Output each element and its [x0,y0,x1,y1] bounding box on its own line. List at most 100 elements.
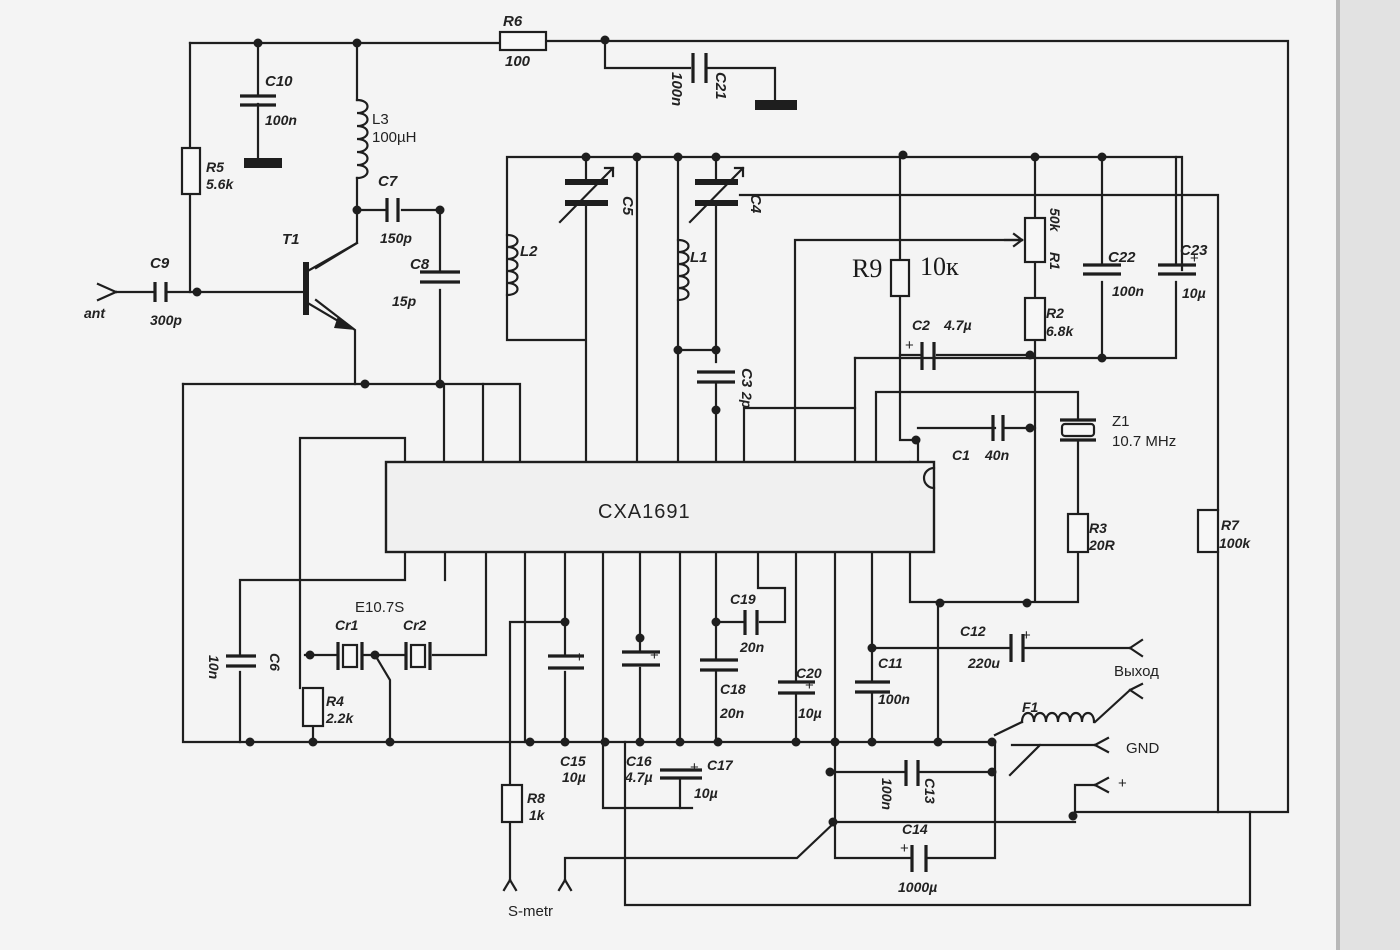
ground-symbol [244,158,282,168]
svg-text:C14: C14 [902,821,928,837]
svg-text:E10.7S: E10.7S [355,599,404,616]
out-terminal [1128,638,1144,658]
svg-text:+: + [900,840,909,857]
resistor-r1 [1023,216,1047,264]
svg-text:100n: 100n [668,72,685,106]
svg-text:R8: R8 [527,790,545,806]
filter-cr1 [341,643,359,669]
svg-text:C3: C3 [738,368,755,388]
svg-text:C23: C23 [1180,242,1208,259]
terminal-labels: ant Выход GND + S-metr [84,305,1160,920]
svg-text:+: + [1118,775,1127,792]
crystal-z1 [1060,422,1096,438]
svg-text:10µ: 10µ [798,705,822,721]
svg-text:C8: C8 [410,256,430,273]
wires [114,39,1290,907]
svg-text:10µ: 10µ [694,785,718,801]
svg-text:C9: C9 [150,255,170,272]
polarity-marks: + + + + + + + + [575,250,1199,857]
inductor-f1 [1020,711,1096,724]
svg-text:5.6k: 5.6k [206,176,234,192]
svg-text:100n: 100n [878,691,910,707]
resistor-r8 [500,783,524,824]
svg-text:GND: GND [1126,740,1160,757]
svg-text:T1: T1 [282,231,300,248]
inductor-l1 [676,238,690,302]
svg-text:C10: C10 [265,73,293,90]
svg-text:ant: ant [84,305,106,321]
svg-text:L1: L1 [690,249,708,266]
ic-cxa1691 [384,460,936,554]
svg-text:+: + [650,647,659,664]
resistor-r6 [498,30,548,52]
capacitors [153,53,1196,872]
svg-text:S-metr: S-metr [508,903,553,920]
svg-text:C2: C2 [912,317,930,333]
resistor-r3 [1066,512,1090,554]
resistor-r5 [180,146,202,196]
resistor-r7 [1196,508,1220,554]
screen-edge [1340,0,1400,950]
svg-text:300p: 300p [150,312,182,328]
svg-text:100n: 100n [1112,283,1144,299]
out-terminal-2 [1128,682,1144,700]
resistor-r2 [1023,296,1047,342]
svg-text:100µH: 100µH [372,129,417,146]
potentiometer-wiper [1003,232,1024,248]
ic-notch [922,466,936,490]
svg-text:C17: C17 [707,757,734,773]
svg-text:F1: F1 [1022,699,1039,715]
svg-text:R7: R7 [1221,517,1240,533]
filter-cr2 [409,643,427,669]
svg-text:C16: C16 [626,753,652,769]
svg-text:15p: 15p [392,293,417,309]
svg-text:C13: C13 [922,778,938,804]
svg-text:Cr2: Cr2 [403,617,427,633]
svg-text:Cr1: Cr1 [335,617,359,633]
svg-text:+: + [690,759,699,776]
svg-text:50k: 50k [1047,208,1063,233]
svg-text:100: 100 [505,53,531,70]
svg-text:L3: L3 [372,111,389,128]
svg-text:+: + [1022,627,1031,644]
svg-text:R3: R3 [1089,520,1107,536]
svg-text:R4: R4 [326,693,344,709]
variable-capacitor-c5 [565,179,608,206]
component-labels: R6 100 C10 100n L3 100µH R5 5.6k C7 150p… [150,13,1251,895]
svg-text:10.7 MHz: 10.7 MHz [1112,433,1176,450]
svg-text:10n: 10n [206,655,222,679]
svg-text:+: + [575,649,584,666]
svg-text:20n: 20n [719,705,744,721]
svg-text:20n: 20n [739,639,764,655]
svg-text:C11: C11 [878,655,903,671]
svg-text:C12: C12 [960,623,986,639]
inductor-l3 [355,98,369,180]
svg-text:4.7µ: 4.7µ [624,769,653,785]
svg-text:C22: C22 [1108,249,1136,266]
smetr-terminals [502,878,573,892]
svg-text:C18: C18 [720,681,746,697]
svg-text:1000µ: 1000µ [898,879,937,895]
svg-text:2p: 2p [739,391,755,409]
svg-text:100k: 100k [1219,535,1251,551]
inductor-l2 [505,233,519,297]
svg-text:R1: R1 [1047,252,1063,270]
ant-terminal [96,282,118,302]
svg-text:R5: R5 [206,159,224,175]
svg-text:150p: 150p [380,230,412,246]
ic-label: CXA1691 [598,501,691,523]
gnd-terminal [1093,736,1110,754]
junction-dots [192,35,1107,827]
svg-text:100n: 100n [265,112,297,128]
svg-text:C1: C1 [952,447,970,463]
svg-text:Выход: Выход [1114,663,1159,680]
svg-text:R2: R2 [1046,305,1064,321]
svg-text:C21: C21 [712,72,729,100]
transistor-t1 [303,241,359,330]
svg-text:220u: 220u [967,655,1000,671]
plus-terminal [1093,776,1110,794]
svg-text:+: + [905,337,914,354]
svg-text:6.8k: 6.8k [1046,323,1074,339]
svg-text:C4: C4 [747,194,764,214]
svg-text:10µ: 10µ [1182,285,1206,301]
